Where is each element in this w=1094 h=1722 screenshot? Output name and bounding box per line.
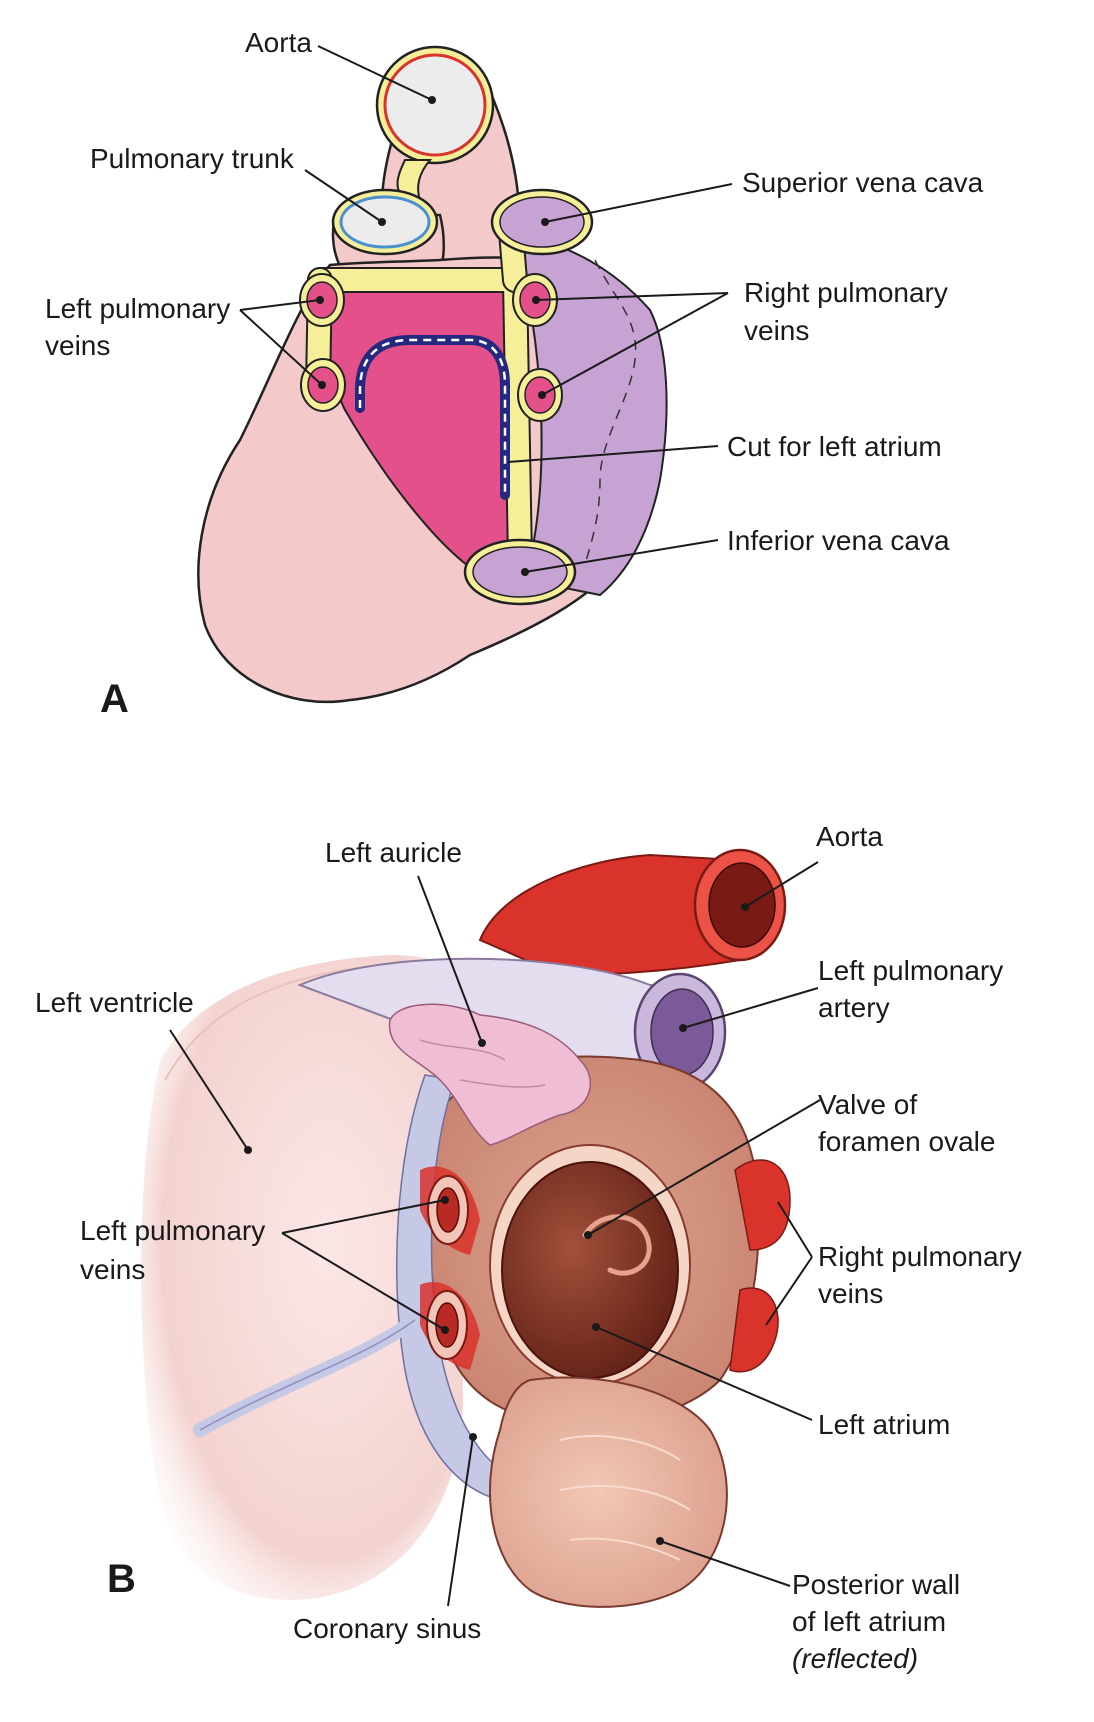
leader-pulmonary-trunk-dot bbox=[378, 218, 386, 226]
leader-ivc-dot bbox=[521, 568, 529, 576]
cut-line-dashes bbox=[358, 338, 507, 495]
leader-lpv-lower-a-dot bbox=[318, 381, 326, 389]
right-pulmonary-vein-upper-b bbox=[734, 1159, 791, 1251]
leader-svc bbox=[544, 183, 733, 223]
posterior-wall-flap bbox=[489, 1376, 728, 1608]
label-right-pulmonary-veins-a-line1: Right pulmonary bbox=[744, 277, 948, 308]
label-left-pulmonary-veins-b-line2: veins bbox=[80, 1254, 145, 1285]
coronary-sinus-branch-edge bbox=[199, 1319, 416, 1431]
label-inferior-vena-cava: Inferior vena cava bbox=[727, 525, 950, 556]
leader-coronary-sinus bbox=[447, 1436, 474, 1607]
leader-cut bbox=[507, 445, 719, 463]
label-superior-vena-cava: Superior vena cava bbox=[742, 167, 984, 198]
leader-aorta-b-dot bbox=[741, 903, 749, 911]
label-left-atrium: Left atrium bbox=[818, 1409, 950, 1440]
leader-posterior-wall-dot bbox=[656, 1537, 664, 1545]
leader-left-auricle-dot bbox=[478, 1039, 486, 1047]
label-left-pulmonary-artery-line1: Left pulmonary bbox=[818, 955, 1003, 986]
ivc-lumen bbox=[472, 546, 568, 598]
label-left-pulmonary-veins-a-line2: veins bbox=[45, 330, 110, 361]
label-left-pulmonary-artery-line2: artery bbox=[818, 992, 890, 1023]
left-pulmonary-vein-upper-b bbox=[436, 1187, 460, 1233]
leader-aorta-a bbox=[317, 45, 433, 101]
leader-rpv-lower-a-dot bbox=[538, 391, 546, 399]
leader-ivc bbox=[524, 539, 719, 573]
leader-lpv-lower-a bbox=[239, 309, 323, 386]
leader-rpv-lower-a bbox=[541, 292, 729, 396]
leader-left-atrium-dot bbox=[592, 1323, 600, 1331]
label-cut-for-left-atrium: Cut for left atrium bbox=[727, 431, 942, 462]
leader-coronary-sinus-dot bbox=[469, 1433, 477, 1441]
leader-left-pulmonary-artery bbox=[682, 987, 819, 1029]
leader-left-ventricle-dot bbox=[244, 1146, 252, 1154]
label-left-auricle: Left auricle bbox=[325, 837, 462, 868]
leader-rpv-lower-b bbox=[765, 1256, 813, 1326]
atrium-interior bbox=[501, 1161, 679, 1379]
leader-lpv-upper-b-dot bbox=[441, 1196, 449, 1204]
panel-b: Left auricle Aorta Left ventricle Left p… bbox=[35, 821, 1022, 1674]
left-pulmonary-vein-lower-b bbox=[435, 1302, 459, 1348]
aorta-cut-lumen bbox=[383, 53, 487, 157]
label-posterior-wall-line2: of left atrium bbox=[792, 1606, 946, 1637]
panel-letter-b: B bbox=[107, 1557, 136, 1601]
leader-pulmonary-trunk bbox=[304, 169, 383, 223]
leader-rpv-upper-a-dot bbox=[532, 296, 540, 304]
pulmonary-artery-lumen bbox=[650, 988, 714, 1076]
label-pulmonary-trunk: Pulmonary trunk bbox=[90, 143, 295, 174]
label-right-pulmonary-veins-a-line2: veins bbox=[744, 315, 809, 346]
panel-a: Aorta Pulmonary trunk Superior vena cava… bbox=[45, 27, 984, 721]
leader-lpv-upper-a bbox=[239, 299, 321, 311]
label-posterior-wall-line3: (reflected) bbox=[792, 1643, 918, 1674]
venous-sinus-region bbox=[518, 233, 668, 597]
label-left-ventricle: Left ventricle bbox=[35, 987, 194, 1018]
leader-left-ventricle bbox=[169, 1029, 249, 1151]
leader-rpv-upper-b bbox=[777, 1201, 813, 1258]
label-right-pulmonary-veins-b-line2: veins bbox=[818, 1278, 883, 1309]
leader-left-auricle bbox=[417, 875, 483, 1044]
valve-of-foramen-ovale bbox=[582, 1214, 652, 1276]
sinus-dashed-line bbox=[584, 259, 637, 566]
leader-svc-dot bbox=[541, 218, 549, 226]
label-posterior-wall-line1: Posterior wall bbox=[792, 1569, 960, 1600]
panel-letter-a: A bbox=[100, 677, 129, 721]
label-aorta-b: Aorta bbox=[816, 821, 883, 852]
leader-left-atrium bbox=[595, 1326, 813, 1421]
label-valve-foramen-ovale-line2: foramen ovale bbox=[818, 1126, 995, 1157]
leader-lpv-lower-b-dot bbox=[441, 1326, 449, 1334]
leader-lpv-lower-b bbox=[281, 1232, 446, 1331]
left-auricle bbox=[388, 1003, 591, 1146]
leader-lpv-upper-b bbox=[281, 1199, 446, 1234]
label-valve-foramen-ovale-line1: Valve of bbox=[818, 1089, 917, 1120]
leader-valve-foramen-ovale bbox=[587, 1099, 821, 1236]
leader-left-pulmonary-artery-dot bbox=[679, 1024, 687, 1032]
leader-valve-foramen-ovale-dot bbox=[584, 1231, 592, 1239]
label-aorta-a: Aorta bbox=[245, 27, 312, 58]
right-pulmonary-vein-lower-b bbox=[729, 1287, 779, 1373]
label-left-pulmonary-veins-b-line1: Left pulmonary bbox=[80, 1215, 265, 1246]
leader-aorta-a-dot bbox=[428, 96, 436, 104]
label-right-pulmonary-veins-b-line1: Right pulmonary bbox=[818, 1241, 1022, 1272]
label-left-pulmonary-veins-a-line1: Left pulmonary bbox=[45, 293, 230, 324]
leader-lpv-upper-a-dot bbox=[316, 296, 324, 304]
leader-posterior-wall bbox=[659, 1540, 791, 1587]
leader-aorta-b bbox=[744, 861, 819, 908]
left-auricle-folds bbox=[419, 1039, 546, 1088]
posterior-wall-striations bbox=[559, 1435, 691, 1561]
leader-rpv-upper-a bbox=[535, 292, 729, 301]
label-coronary-sinus: Coronary sinus bbox=[293, 1613, 481, 1644]
